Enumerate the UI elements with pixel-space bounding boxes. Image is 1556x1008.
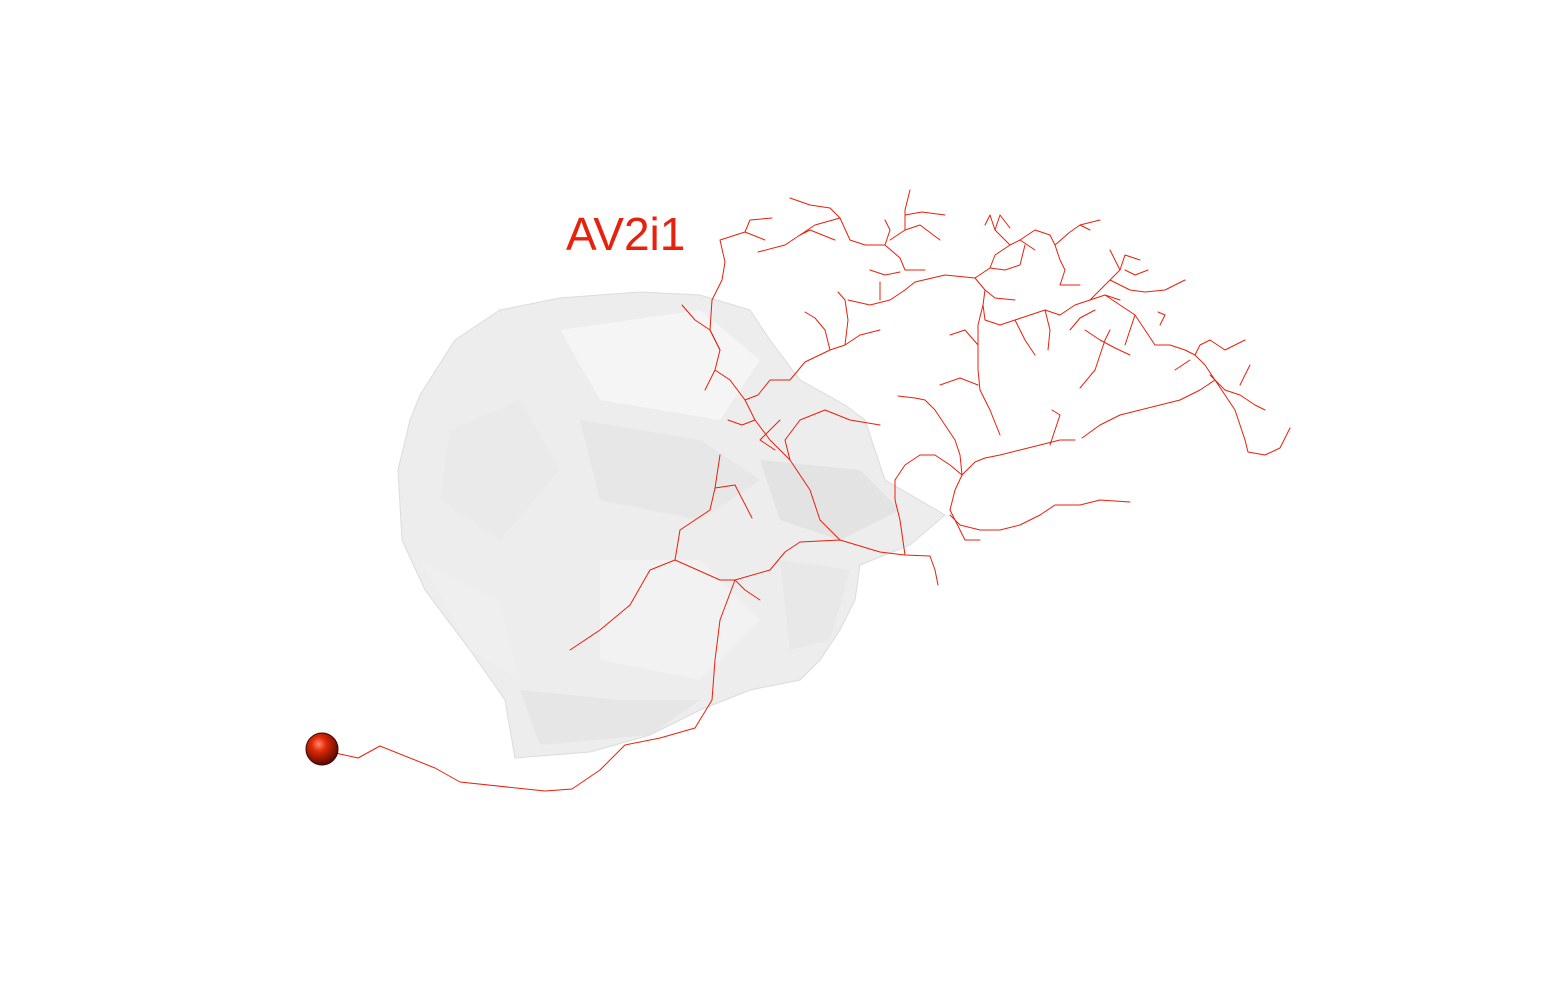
dendrite-branch — [1124, 314, 1136, 346]
neuropil-facet — [760, 460, 900, 540]
dendrite-branch — [894, 454, 963, 556]
dendrite-branch — [1129, 279, 1186, 293]
dendrite-branch — [1054, 219, 1101, 246]
dendrite-branch — [674, 559, 736, 581]
neuron-skeleton — [321, 189, 1291, 792]
dendrite-branch — [1157, 311, 1166, 326]
dendrite-branch — [837, 291, 849, 346]
dendrite-branch — [727, 419, 756, 426]
dendrite-branch — [681, 304, 791, 461]
dendrite-branch — [994, 214, 1011, 231]
neuropil-facet — [520, 690, 700, 745]
dendrite-branch — [714, 454, 721, 489]
dendrite-branch — [1124, 269, 1149, 276]
dendrite-branch — [1079, 224, 1091, 231]
dendrite-branch — [789, 197, 841, 219]
neuropil-mesh — [397, 291, 946, 759]
dendrite-branch — [759, 419, 781, 451]
dendrite-branch — [799, 217, 891, 246]
dendrite-branch — [1059, 294, 1121, 316]
dendrite-branch — [1174, 359, 1191, 371]
dendrite-branch — [1019, 239, 1036, 251]
dendrite-branch — [847, 274, 976, 306]
dendrite-branch — [974, 229, 1051, 279]
dendrite-branch — [1194, 339, 1246, 356]
dendrite-branch — [904, 211, 946, 216]
dendrite-branch — [961, 439, 1076, 476]
dendrite-branch — [897, 395, 963, 476]
dendrite-branch — [1239, 364, 1251, 386]
dendrite-branch — [1109, 254, 1141, 281]
dendrite-branch — [1079, 329, 1111, 389]
dendrite-branch — [1069, 309, 1096, 331]
dendrite-branch — [889, 224, 941, 241]
dendrite-branch — [1049, 409, 1061, 446]
dendrite-branch — [884, 244, 926, 271]
neuropil-facet — [560, 310, 760, 420]
neuropil-facet — [780, 560, 850, 650]
dendrite-branch — [949, 499, 1131, 531]
dendrite-branch — [974, 277, 1016, 301]
dendrite-branch — [1084, 329, 1131, 356]
dendrite-branch — [569, 484, 753, 651]
dendrite-branch — [734, 579, 761, 601]
dendrite-branch — [977, 304, 1001, 436]
dendrite-branch — [869, 269, 901, 276]
dendrite-branch — [1209, 374, 1266, 411]
primary-neurite — [321, 539, 931, 792]
dendrite-branch — [704, 369, 716, 391]
neuron-name-label: AV2i1 — [566, 208, 686, 260]
dendrite-branch — [804, 311, 831, 351]
neuropil-facet — [440, 400, 560, 540]
soma-sphere — [305, 732, 339, 766]
dendrite-branch — [744, 329, 881, 401]
neuropil-facet — [580, 420, 760, 520]
neuropil-facet — [600, 560, 760, 680]
dendrite-branch — [757, 229, 836, 253]
dendrite-branch — [709, 217, 773, 351]
dendrite-branch — [1109, 249, 1121, 271]
dendrite-branch — [904, 189, 911, 231]
dendrite-branch — [939, 377, 979, 386]
dendrite-branch — [984, 214, 1011, 246]
dendrite-branch — [1044, 309, 1051, 351]
dendrite-branch — [1081, 379, 1216, 439]
dendrite-branch — [949, 329, 979, 346]
dendrite-branch — [1014, 319, 1036, 356]
dendrite-branch — [1089, 279, 1131, 301]
dendrite-branch — [1049, 234, 1081, 286]
dendrite-branch — [744, 231, 766, 241]
dendrite-branch — [982, 289, 1061, 326]
dendrite-branch — [929, 555, 939, 586]
dendrite-branch — [949, 474, 981, 541]
dendrite-branch — [784, 409, 881, 541]
dendrite-branch — [1104, 294, 1171, 346]
dendrite-branch — [989, 244, 1026, 271]
neuropil-facet — [420, 560, 520, 680]
